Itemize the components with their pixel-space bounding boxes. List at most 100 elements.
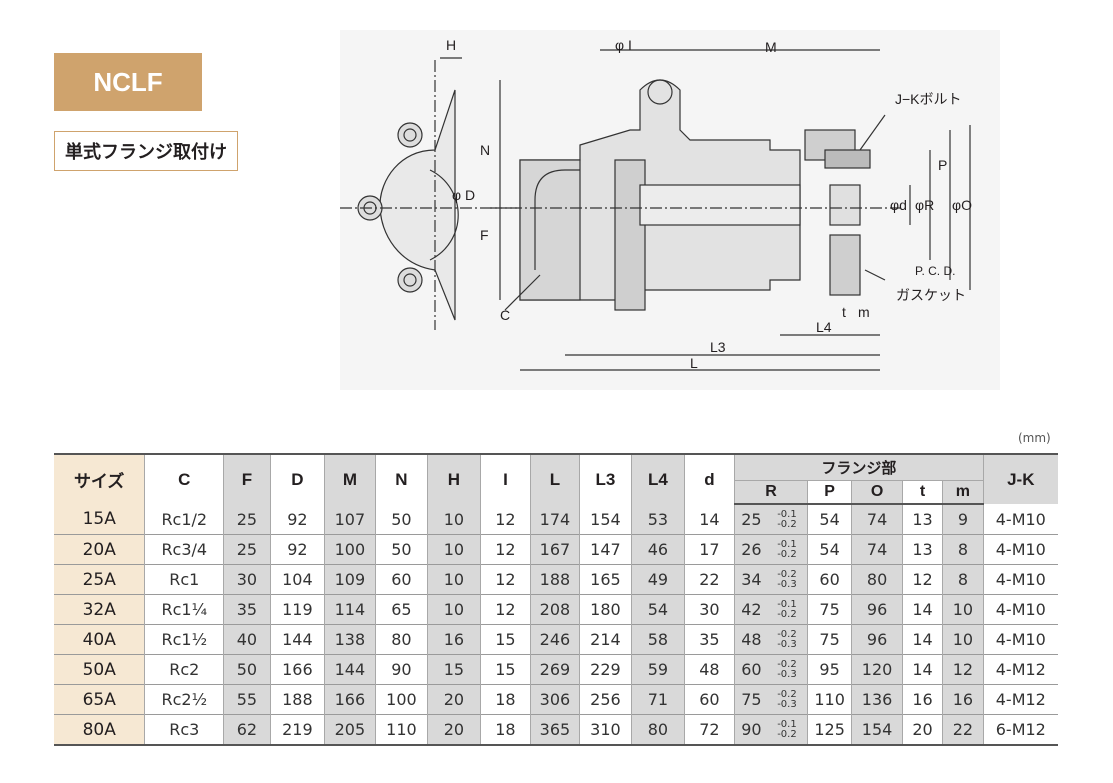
tolerance-lower: -0.3 xyxy=(777,668,797,680)
cell-c: Rc3/4 xyxy=(144,534,225,565)
cell-o: 120 xyxy=(851,654,903,685)
cell-mm: 16 xyxy=(942,684,984,715)
cell-jk: 4-M10 xyxy=(982,564,1058,595)
cell-o: 136 xyxy=(851,684,903,715)
model-badge: NCLF xyxy=(54,53,202,111)
dim-label-t: t xyxy=(842,304,846,320)
cell-d: 119 xyxy=(269,594,326,625)
cell-mm: 12 xyxy=(942,654,984,685)
cell-i: 18 xyxy=(479,684,532,715)
cell-h: 20 xyxy=(427,684,481,715)
cell-p: 54 xyxy=(806,504,853,535)
col-header-p: P xyxy=(806,480,853,505)
cell-n: 50 xyxy=(374,534,429,565)
cell-t: 14 xyxy=(901,624,944,655)
cell-l4: 58 xyxy=(631,624,685,655)
cell-r-tolerance: -0.2-0.3 xyxy=(767,654,808,685)
cell-m: 109 xyxy=(324,564,376,595)
tolerance-upper: -0.2 xyxy=(777,688,797,700)
cell-o: 154 xyxy=(851,714,903,745)
dim-label-m-small: m xyxy=(858,304,870,320)
cell-l4: 49 xyxy=(631,564,685,595)
cell-size: 65A xyxy=(54,684,146,715)
tolerance-lower: -0.2 xyxy=(777,518,797,530)
cell-size: 15A xyxy=(54,504,146,535)
cell-c: Rc1/2 xyxy=(144,504,225,535)
cell-f: 55 xyxy=(223,684,271,715)
tolerance-upper: -0.2 xyxy=(777,658,797,670)
cell-l4: 71 xyxy=(631,684,685,715)
cell-dd: 72 xyxy=(683,714,736,745)
cell-i: 12 xyxy=(479,564,532,595)
cell-l3: 256 xyxy=(578,684,633,715)
cell-size: 32A xyxy=(54,594,146,625)
cell-dd: 17 xyxy=(683,534,736,565)
cell-o: 74 xyxy=(851,504,903,535)
cell-n: 60 xyxy=(374,564,429,595)
cell-r-tolerance: -0.1-0.2 xyxy=(767,504,808,535)
cell-t: 13 xyxy=(901,534,944,565)
cell-p: 95 xyxy=(806,654,853,685)
tolerance-upper: -0.2 xyxy=(777,628,797,640)
cell-p: 60 xyxy=(806,564,853,595)
col-header-c: C xyxy=(144,453,225,504)
cell-h: 20 xyxy=(427,714,481,745)
cell-jk: 4-M10 xyxy=(982,624,1058,655)
cell-f: 50 xyxy=(223,654,271,685)
cell-t: 14 xyxy=(901,594,944,625)
cell-r: 90 xyxy=(734,714,767,745)
col-header-n: N xyxy=(374,453,429,504)
tolerance-lower: -0.3 xyxy=(777,638,797,650)
dim-label-m: M xyxy=(765,39,777,55)
cell-t: 20 xyxy=(901,714,944,745)
cell-size: 50A xyxy=(54,654,146,685)
cell-l3: 165 xyxy=(578,564,633,595)
tolerance-lower: -0.2 xyxy=(777,728,797,740)
cell-size: 40A xyxy=(54,624,146,655)
mounting-type-label: 単式フランジ取付け xyxy=(54,131,238,171)
cell-dd: 22 xyxy=(683,564,736,595)
col-header-l3: L3 xyxy=(578,453,633,504)
cell-size: 20A xyxy=(54,534,146,565)
cell-l4: 54 xyxy=(631,594,685,625)
col-header-size: サイズ xyxy=(54,453,146,504)
cell-n: 90 xyxy=(374,654,429,685)
dim-label-c: C xyxy=(500,307,510,323)
cell-p: 110 xyxy=(806,684,853,715)
cell-f: 30 xyxy=(223,564,271,595)
cell-l3: 229 xyxy=(578,654,633,685)
cell-c: Rc2 xyxy=(144,654,225,685)
cell-l: 188 xyxy=(530,564,580,595)
cell-r: 48 xyxy=(734,624,767,655)
cell-dd: 30 xyxy=(683,594,736,625)
cell-l: 174 xyxy=(530,504,580,535)
cell-l: 365 xyxy=(530,714,580,745)
cell-size: 80A xyxy=(54,714,146,745)
cell-i: 12 xyxy=(479,534,532,565)
cell-p: 75 xyxy=(806,624,853,655)
tolerance-lower: -0.3 xyxy=(777,698,797,710)
cell-t: 12 xyxy=(901,564,944,595)
col-header-jk: J-K xyxy=(982,453,1058,504)
cell-h: 16 xyxy=(427,624,481,655)
cell-n: 80 xyxy=(374,624,429,655)
cell-n: 110 xyxy=(374,714,429,745)
cell-l: 167 xyxy=(530,534,580,565)
cell-mm: 10 xyxy=(942,594,984,625)
cell-r: 60 xyxy=(734,654,767,685)
cell-c: Rc3 xyxy=(144,714,225,745)
cell-f: 25 xyxy=(223,534,271,565)
cell-dd: 48 xyxy=(683,654,736,685)
col-header-t: t xyxy=(901,480,944,505)
col-header-f: F xyxy=(223,453,271,504)
cell-i: 15 xyxy=(479,654,532,685)
col-header-m: M xyxy=(324,453,376,504)
dim-label-p: P xyxy=(938,157,947,173)
dim-label-f: F xyxy=(480,227,489,243)
cell-l: 269 xyxy=(530,654,580,685)
dim-label-phi-d-large: φ D xyxy=(452,187,475,203)
dim-label-n: N xyxy=(480,142,490,158)
cell-t: 14 xyxy=(901,654,944,685)
tolerance-lower: -0.2 xyxy=(777,608,797,620)
